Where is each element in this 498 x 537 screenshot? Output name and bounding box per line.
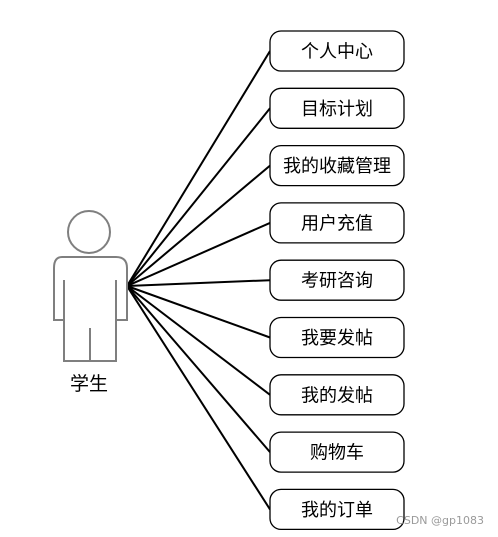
use-case-label: 我的发帖 xyxy=(301,385,373,406)
actor-body xyxy=(53,256,128,362)
use-case-label: 我的收藏管理 xyxy=(283,156,391,177)
use-case-outline xyxy=(269,488,405,531)
actor-head xyxy=(67,210,111,254)
association-line xyxy=(126,285,271,339)
use-case-label: 目标计划 xyxy=(301,99,373,120)
use-case-outline xyxy=(269,202,405,244)
association-line xyxy=(126,50,271,287)
use-case-label: 购物车 xyxy=(310,443,364,464)
association-line xyxy=(126,285,271,510)
use-case-outline xyxy=(269,259,405,301)
use-case-box: 我要发帖 xyxy=(269,316,405,359)
use-case-outline xyxy=(269,431,405,473)
use-case-box: 我的收藏管理 xyxy=(269,144,405,187)
use-case-box: 目标计划 xyxy=(269,87,405,129)
use-case-box: 我的订单 xyxy=(269,488,405,531)
actor-label: 学生 xyxy=(70,373,108,395)
use-case-label: 个人中心 xyxy=(301,42,373,63)
use-case-label: 用户充值 xyxy=(301,213,373,234)
use-case-outline xyxy=(269,144,405,187)
use-case-box: 我的发帖 xyxy=(269,374,405,416)
use-case-outline xyxy=(269,87,405,129)
use-case-label: 考研咨询 xyxy=(301,271,373,292)
use-case-outline xyxy=(269,316,405,359)
association-line xyxy=(126,285,271,396)
use-case-box: 购物车 xyxy=(269,431,405,473)
use-case-box: 用户充值 xyxy=(269,202,405,244)
use-case-label: 我要发帖 xyxy=(301,328,373,349)
use-case-outline xyxy=(269,374,405,416)
use-case-box: 考研咨询 xyxy=(269,259,405,301)
use-case-outline xyxy=(269,30,405,72)
actor-figure xyxy=(53,210,128,362)
association-line xyxy=(126,279,271,287)
association-line xyxy=(126,221,271,287)
association-line xyxy=(126,164,271,287)
use-case-box: 个人中心 xyxy=(269,30,405,72)
association-lines xyxy=(126,50,271,510)
association-line xyxy=(126,107,271,287)
use-case-label: 我的订单 xyxy=(301,500,373,521)
watermark-text: CSDN @gp1083 xyxy=(396,514,484,527)
association-line xyxy=(126,285,271,453)
